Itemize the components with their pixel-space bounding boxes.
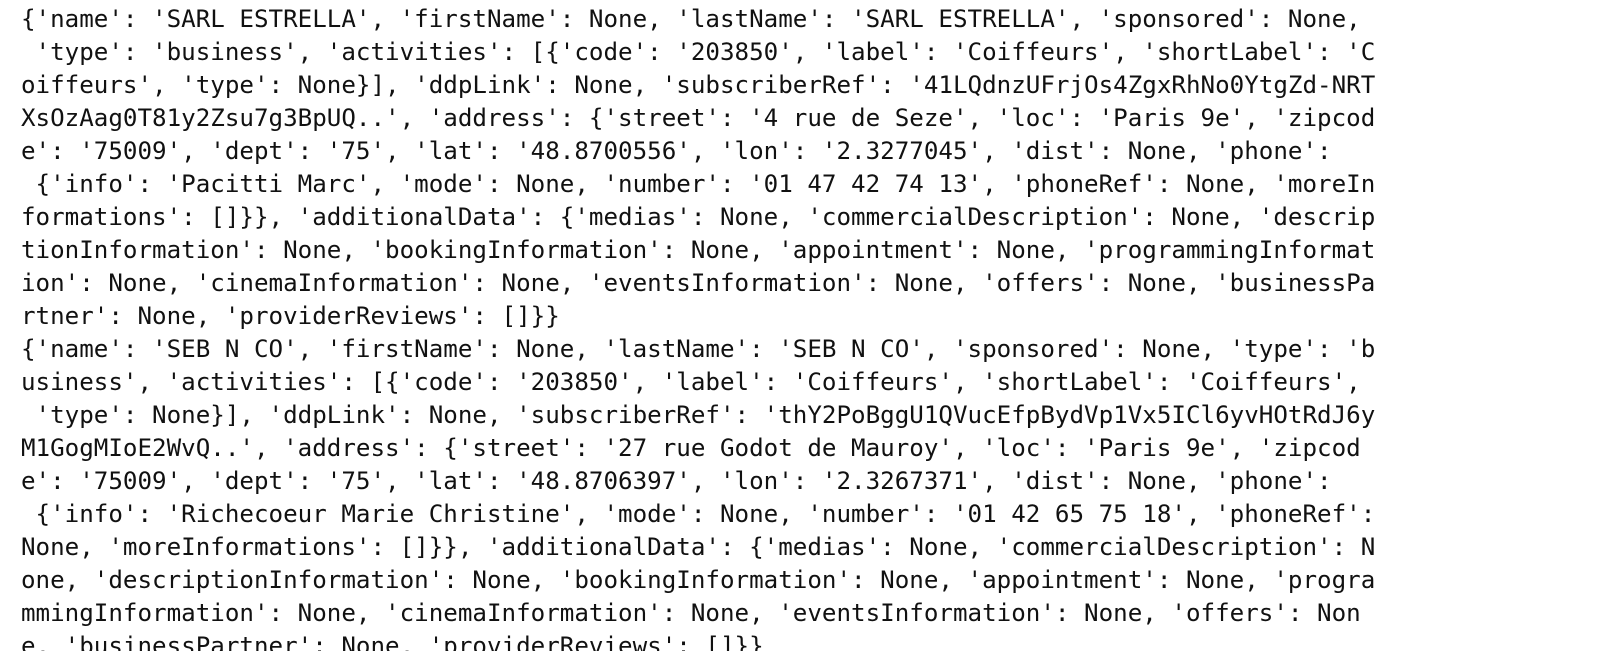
- output-line: e': '75009', 'dept': '75', 'lat': '48.87…: [21, 137, 1332, 165]
- output-line: M1GogMIoE2WvQ..', 'address': {'street': …: [21, 434, 1361, 462]
- output-line: mmingInformation': None, 'cinemaInformat…: [21, 599, 1361, 627]
- output-line: {'name': 'SEB N CO', 'firstName': None, …: [21, 335, 1376, 363]
- output-line: tionInformation': None, 'bookingInformat…: [21, 236, 1376, 264]
- output-line: e': '75009', 'dept': '75', 'lat': '48.87…: [21, 467, 1332, 495]
- output-line: {'name': 'SARL ESTRELLA', 'firstName': N…: [21, 5, 1361, 33]
- output-line: one, 'descriptionInformation': None, 'bo…: [21, 566, 1376, 594]
- output-line: XsOzAag0T81y2Zsu7g3BpUQ..', 'address': {…: [21, 104, 1376, 132]
- output-line: e, 'businessPartner': None, 'providerRev…: [21, 632, 764, 651]
- output-line: None, 'moreInformations': []}}, 'additio…: [21, 533, 1376, 561]
- output-line: rtner': None, 'providerReviews': []}}: [21, 302, 560, 330]
- output-line: 'type': None}], 'ddpLink': None, 'subscr…: [21, 401, 1376, 429]
- output-line: formations': []}}, 'additionalData': {'m…: [21, 203, 1376, 231]
- output-line: oiffeurs', 'type': None}], 'ddpLink': No…: [21, 71, 1376, 99]
- output-line: ion': None, 'cinemaInformation': None, '…: [21, 269, 1376, 297]
- output-line: usiness', 'activities': [{'code': '20385…: [21, 368, 1361, 396]
- output-line: {'info': 'Richecoeur Marie Christine', '…: [21, 500, 1376, 528]
- output-line: {'info': 'Pacitti Marc', 'mode': None, '…: [21, 170, 1376, 198]
- output-line: 'type': 'business', 'activities': [{'cod…: [21, 38, 1376, 66]
